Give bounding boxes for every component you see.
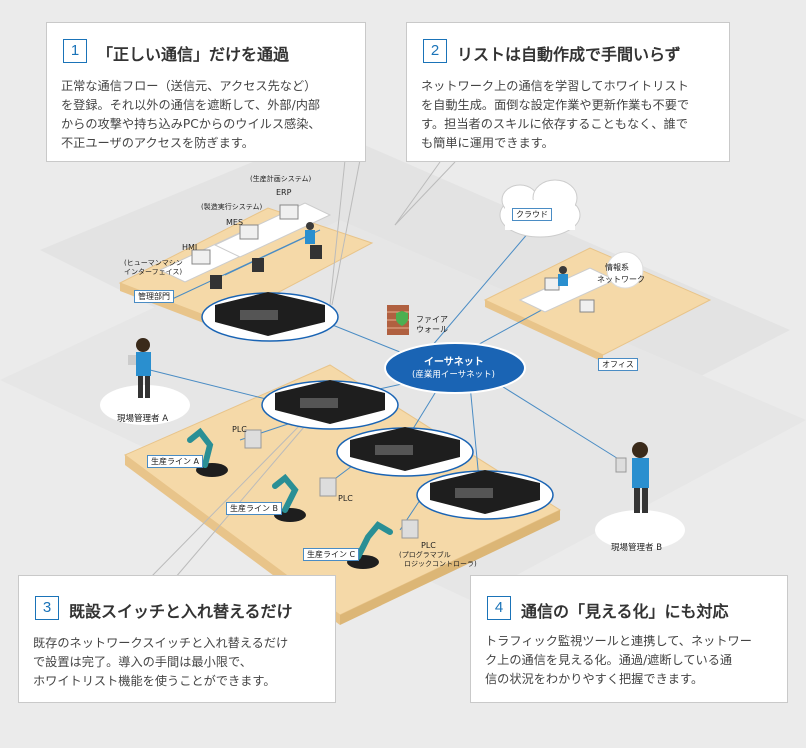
hmi-label: HMI — [182, 243, 198, 252]
plc-boxes — [244, 429, 419, 539]
ethernet-ellipse — [384, 342, 526, 394]
plc-label-b: PLC — [338, 494, 353, 503]
management-desks — [158, 202, 332, 289]
hmi-note-1: (ヒューマンマシン — [124, 259, 183, 267]
plc-label-a: PLC — [232, 425, 247, 434]
firewall-icon — [387, 305, 409, 335]
line-b-tag: 生産ライン B — [226, 502, 283, 515]
callout-1: 1 「正しい通信」だけを通過 正常な通信フロー（送信元、アクセス先など） を登録… — [46, 22, 366, 162]
callout-2: 2 リストは自動作成で手間いらず ネットワーク上の通信を学習してホワイトリスト … — [406, 22, 730, 162]
callout-2-body: ネットワーク上の通信を学習してホワイトリスト を自動生成。面倒な設定作業や更新作… — [421, 79, 690, 150]
cloud-tag: クラウド — [512, 208, 552, 221]
callout-4-title: 通信の「見える化」にも対応 — [521, 602, 729, 621]
plc-label-c: PLC — [421, 541, 436, 550]
callout-4-body: トラフィック監視ツールと連携して、ネットワー ク上の通信を見える化。通過/遮断し… — [485, 634, 752, 686]
mes-note: (製造実行システム) — [201, 203, 263, 211]
info-network-label-1: 情報系 — [605, 263, 629, 272]
callout-pointers — [149, 159, 456, 579]
callout-3: 3 既設スイッチと入れ替えるだけ 既存のネットワークスイッチと入れ替えるだけ で… — [18, 575, 336, 703]
office-floor — [483, 247, 712, 356]
firewall-label-2: ウォール — [416, 325, 448, 334]
line-c-tag: 生産ライン C — [303, 548, 360, 561]
line-a-tag: 生産ライン A — [147, 455, 204, 468]
factory-floor-side — [340, 510, 560, 625]
callout-3-number: 3 — [35, 596, 59, 620]
office-desks — [518, 251, 644, 313]
erp-label: ERP — [276, 188, 292, 197]
robot-arms — [187, 427, 393, 569]
callout-1-body: 正常な通信フロー（送信元、アクセス先など） を登録。それ以外の通信を遮断して、外… — [61, 79, 321, 150]
office-floor-edge — [485, 300, 603, 362]
callout-2-number: 2 — [423, 39, 447, 63]
plc-note-1: (プログラマブル — [399, 551, 451, 559]
callout-3-body: 既存のネットワークスイッチと入れ替えるだけ で設置は完了。導入の手間は最小限で、… — [33, 636, 289, 688]
erp-note: (生産計画システム) — [250, 175, 312, 183]
manager-a-figure — [100, 338, 190, 425]
manager-b-figure — [595, 442, 685, 550]
info-network-label-2: ネットワーク — [597, 275, 645, 284]
manager-b-label: 現場管理者 B — [611, 543, 663, 553]
callout-4: 4 通信の「見える化」にも対応 トラフィック監視ツールと連携して、ネットワー ク… — [470, 575, 788, 703]
switch-devices — [201, 292, 554, 520]
hmi-note-2: インターフェイス) — [124, 268, 183, 276]
ethernet-sublabel: (産業用イーサネット) — [412, 370, 495, 380]
callout-1-number: 1 — [63, 39, 87, 63]
manager-a-label: 現場管理者 A — [117, 414, 169, 424]
callout-4-number: 4 — [487, 596, 511, 620]
office-tag: オフィス — [598, 358, 638, 371]
plc-note-2: ロジックコントローラ) — [404, 560, 477, 568]
mes-label: MES — [226, 218, 244, 227]
firewall-label-1: ファイア — [416, 315, 448, 324]
kanri-tag: 管理部門 — [134, 290, 174, 303]
callout-1-title: 「正しい通信」だけを通過 — [97, 45, 290, 64]
callout-3-title: 既設スイッチと入れ替えるだけ — [69, 602, 293, 621]
callout-2-title: リストは自動作成で手間いらず — [457, 45, 681, 64]
ethernet-label: イーサネット — [424, 357, 484, 368]
